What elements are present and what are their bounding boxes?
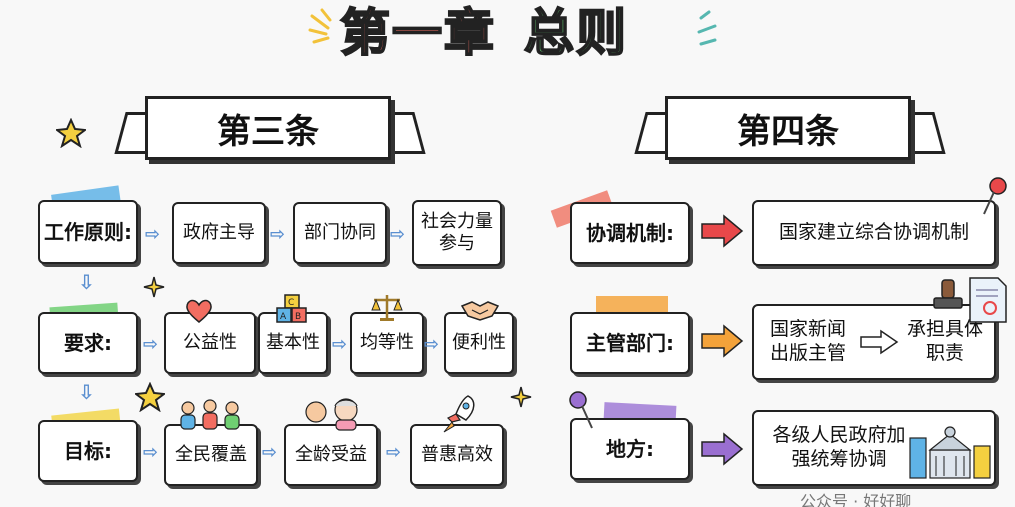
pushpin-icon bbox=[569, 391, 593, 429]
people-icon bbox=[180, 399, 240, 430]
chapter-title: 第一章总则 bbox=[339, 2, 628, 64]
rocket-icon bbox=[443, 395, 475, 433]
result-text: 各级人民政府加强统筹协调 bbox=[772, 424, 906, 470]
handshake-icon bbox=[460, 301, 500, 321]
arrow-icon: ⇨ bbox=[143, 442, 159, 463]
arrow-icon: ⇨ bbox=[262, 442, 278, 463]
row-label-requirement: 要求: bbox=[38, 312, 138, 374]
item-text: 部门协同 bbox=[304, 221, 376, 243]
banner-article-3: 第三条 bbox=[145, 96, 391, 160]
arrow-icon: ⇨ bbox=[390, 224, 406, 245]
row-label-coordination: 协调机制: bbox=[570, 202, 690, 264]
banner-heading-left: 第三条 bbox=[217, 111, 319, 152]
row-label-text: 目标: bbox=[64, 438, 112, 463]
watermark: 公众号 · 好好聊 bbox=[800, 492, 912, 507]
arrow-right-icon bbox=[701, 214, 744, 248]
banner-heading-right: 第四条 bbox=[737, 111, 839, 152]
arrow-icon: ⇨ bbox=[145, 224, 161, 245]
title-part2: 总则 bbox=[523, 3, 628, 63]
svg-text:A: A bbox=[280, 312, 287, 322]
svg-text:C: C bbox=[288, 298, 294, 308]
result-text-a: 国家新闻出版主管 bbox=[769, 318, 846, 364]
row-label-text: 地方: bbox=[606, 436, 654, 461]
pushpin-icon bbox=[983, 177, 1007, 215]
title-part1: 第一章 bbox=[339, 3, 496, 63]
row-label-dept: 主管部门: bbox=[570, 312, 690, 374]
item-equal: 均等性 bbox=[350, 312, 424, 374]
item-text: 均等性 bbox=[360, 331, 414, 353]
item-text: 公益性 bbox=[183, 331, 237, 353]
item-gov-lead: 政府主导 bbox=[172, 202, 266, 264]
arrow-right-outline-icon bbox=[860, 329, 899, 355]
row-label-text: 要求: bbox=[64, 330, 112, 355]
item-public-welfare: 公益性 bbox=[164, 312, 256, 374]
arrow-icon: ⇨ bbox=[270, 224, 286, 245]
item-text: 普惠高效 bbox=[421, 443, 493, 465]
result-dept: 国家新闻出版主管 承担具体职责 bbox=[752, 304, 996, 380]
item-dept-coop: 部门协同 bbox=[293, 202, 387, 264]
row-label-local: 地方: bbox=[570, 418, 690, 480]
elderly-icon bbox=[305, 398, 358, 431]
building-icon bbox=[909, 426, 991, 479]
scales-icon bbox=[371, 295, 403, 321]
svg-text:B: B bbox=[295, 312, 301, 322]
item-text: 便利性 bbox=[452, 331, 506, 353]
arrow-icon: ⇨ bbox=[386, 442, 402, 463]
item-text: 基本性 bbox=[266, 331, 320, 353]
arrow-down-icon: ⇩ bbox=[78, 380, 95, 404]
arrow-icon: ⇨ bbox=[143, 334, 159, 355]
arrow-icon: ⇨ bbox=[424, 334, 440, 355]
arrow-right-icon bbox=[701, 432, 744, 466]
star-icon bbox=[135, 382, 165, 412]
star-icon bbox=[56, 118, 86, 148]
row-label-text: 协调机制: bbox=[586, 220, 674, 245]
item-text: 政府主导 bbox=[183, 221, 255, 243]
abc-blocks-icon: C A B bbox=[276, 294, 307, 323]
result-coordination: 国家建立综合协调机制 bbox=[752, 200, 996, 266]
item-text: 社会力量参与 bbox=[421, 210, 493, 255]
sparkle-icon bbox=[510, 386, 532, 408]
sparkle-icon bbox=[143, 276, 165, 298]
item-text: 全龄受益 bbox=[295, 443, 367, 465]
sparkle-icon bbox=[308, 8, 332, 44]
arrow-icon: ⇨ bbox=[332, 334, 348, 355]
stamp-icon bbox=[933, 277, 1007, 323]
arrow-right-icon bbox=[701, 324, 744, 358]
result-text-b: 承担具体职责 bbox=[906, 318, 983, 364]
sparkle-icon bbox=[697, 10, 717, 46]
row-label-goal: 目标: bbox=[38, 420, 138, 482]
arrow-down-icon: ⇩ bbox=[78, 270, 95, 294]
row-label-text: 主管部门: bbox=[586, 330, 674, 355]
row-label-text: 工作原则: bbox=[44, 219, 132, 244]
row-label-work-principle: 工作原则: bbox=[38, 200, 138, 264]
item-social-force: 社会力量参与 bbox=[412, 200, 502, 266]
item-all-people: 全民覆盖 bbox=[164, 424, 258, 486]
result-text: 国家建立综合协调机制 bbox=[778, 221, 969, 244]
item-all-ages: 全龄受益 bbox=[284, 424, 378, 486]
item-text: 全民覆盖 bbox=[175, 443, 247, 465]
banner-article-4: 第四条 bbox=[665, 96, 911, 160]
heart-icon bbox=[186, 299, 212, 323]
tape-orange bbox=[596, 296, 668, 314]
item-inclusive: 普惠高效 bbox=[410, 424, 504, 486]
